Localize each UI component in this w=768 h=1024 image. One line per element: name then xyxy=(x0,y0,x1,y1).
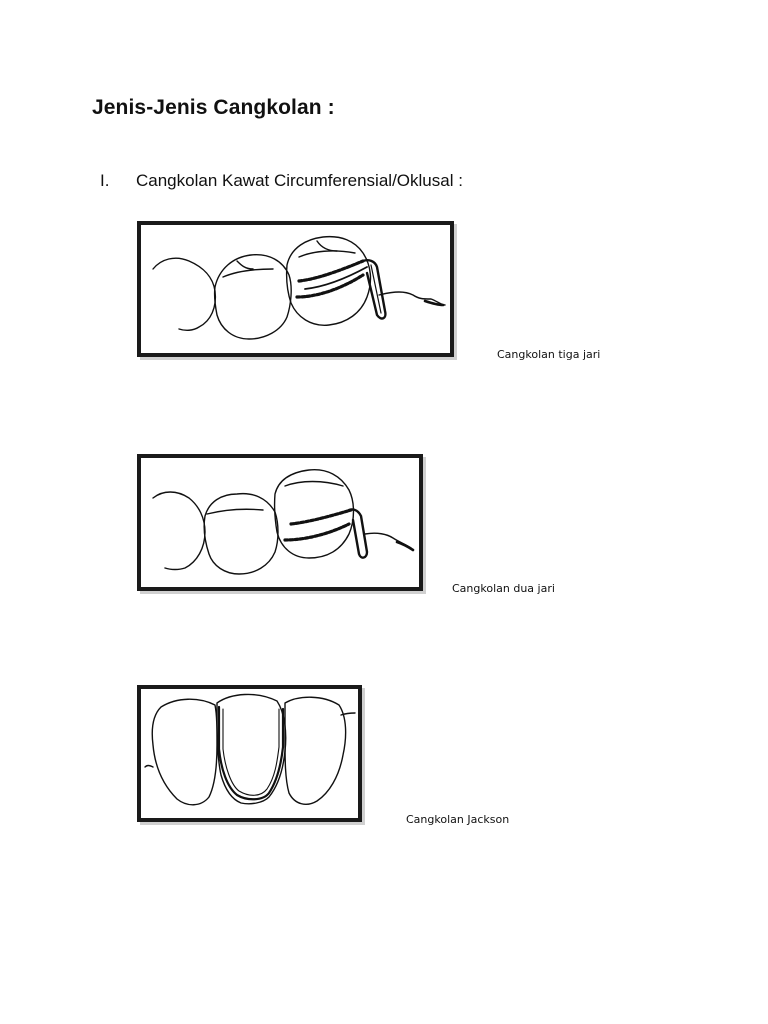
caption-jackson-clasp: Cangkolan Jackson xyxy=(406,813,509,826)
caption-three-finger-clasp: Cangkolan tiga jari xyxy=(497,348,600,361)
figure-jackson-clasp xyxy=(137,685,362,822)
two-finger-clasp-drawing-icon xyxy=(141,458,419,587)
section-heading: I. Cangkolan Kawat Circumferensial/Oklus… xyxy=(100,171,463,191)
section-title: Cangkolan Kawat Circumferensial/Oklusal … xyxy=(136,171,463,191)
figure-two-finger-clasp xyxy=(137,454,423,591)
page-title: Jenis-Jenis Cangkolan : xyxy=(92,96,335,120)
section-number: I. xyxy=(100,171,136,191)
three-finger-clasp-drawing-icon xyxy=(141,225,450,353)
caption-two-finger-clasp: Cangkolan dua jari xyxy=(452,582,555,595)
figure-three-finger-clasp xyxy=(137,221,454,357)
jackson-clasp-drawing-icon xyxy=(141,689,358,818)
